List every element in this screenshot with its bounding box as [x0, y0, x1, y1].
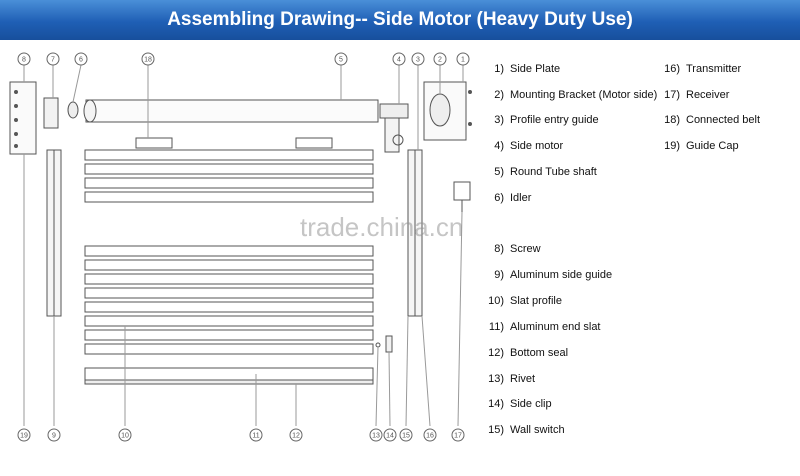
- svg-text:10: 10: [121, 433, 129, 440]
- part-item: 18) Connected belt: [656, 114, 760, 126]
- callout-16: 16: [423, 428, 437, 442]
- part-label: Aluminum end slat: [510, 321, 601, 333]
- svg-text:3: 3: [416, 57, 420, 64]
- part-item: 16) Transmitter: [656, 63, 741, 75]
- part-label: Slat profile: [510, 295, 562, 307]
- svg-text:8: 8: [22, 57, 26, 64]
- svg-text:13: 13: [372, 433, 380, 440]
- part-number: 16): [664, 63, 680, 75]
- part-label: Round Tube shaft: [510, 166, 597, 178]
- svg-text:19: 19: [20, 433, 28, 440]
- svg-text:9: 9: [52, 433, 56, 440]
- assembly-drawing: 8 7 6 18 5 4 3 2 1 19 9 10 11 12 13 14 15 16 17: [9, 52, 472, 442]
- callout-17: 17: [451, 428, 465, 442]
- callout-12: 12: [289, 428, 303, 442]
- svg-text:5: 5: [339, 57, 343, 64]
- callout-4: 4: [392, 52, 406, 66]
- svg-text:14: 14: [386, 433, 394, 440]
- part-label: Screw: [510, 243, 541, 255]
- callout-11: 11: [249, 428, 263, 442]
- title-banner: [0, 0, 800, 40]
- callout-18: 18: [141, 52, 155, 66]
- svg-text:1: 1: [461, 57, 465, 64]
- part-number: 17): [664, 89, 680, 101]
- part-label: Guide Cap: [686, 140, 739, 152]
- callout-13: 13: [369, 428, 383, 442]
- part-label: Receiver: [686, 89, 730, 101]
- part-item: 11)Aluminum end slat: [480, 321, 601, 333]
- receiver-box: [453, 181, 471, 201]
- callout-8: 8: [17, 52, 31, 66]
- part-label: Bottom seal: [510, 347, 569, 359]
- part-label: Wall switch: [510, 424, 565, 436]
- part-label: Mounting Bracket (Motor side): [510, 89, 658, 101]
- part-item: 19) Guide Cap: [656, 140, 739, 152]
- callout-9: 9: [47, 428, 61, 442]
- part-label: Profile entry guide: [510, 114, 599, 126]
- callout-1: 1: [456, 52, 470, 66]
- left-bracket: [43, 97, 59, 129]
- part-label: Rivet: [510, 373, 536, 385]
- aluminum-end-slat: [84, 367, 374, 381]
- part-label: Transmitter: [686, 63, 742, 75]
- callout-14: 14: [383, 428, 397, 442]
- part-item: 3)Profile entry guide: [480, 114, 599, 126]
- round-tube-shaft: [85, 99, 379, 123]
- part-label: Idler: [510, 192, 532, 204]
- svg-text:11: 11: [252, 433, 259, 440]
- svg-text:7: 7: [51, 57, 55, 64]
- svg-text:17: 17: [454, 433, 462, 440]
- callout-10: 10: [118, 428, 132, 442]
- part-number: 18): [664, 114, 680, 126]
- left-side-plate: [9, 81, 37, 155]
- callout-2: 2: [433, 52, 447, 66]
- callout-5: 5: [334, 52, 348, 66]
- side-motor: [379, 103, 409, 119]
- part-item: 17) Receiver: [656, 89, 729, 101]
- part-item: 5)Round Tube shaft: [480, 166, 597, 178]
- svg-text:4: 4: [397, 57, 401, 64]
- part-item: 9)Aluminum side guide: [480, 269, 612, 281]
- callout-7: 7: [46, 52, 60, 66]
- part-label: Connected belt: [686, 114, 760, 126]
- idler: [67, 101, 79, 119]
- part-label: Aluminum side guide: [510, 269, 613, 281]
- callout-6: 6: [74, 52, 88, 66]
- callout-3: 3: [411, 52, 425, 66]
- callout-15: 15: [399, 428, 413, 442]
- svg-text:15: 15: [402, 433, 410, 440]
- watermark: trade.china.cn: [300, 212, 464, 242]
- bottom-seal: [84, 379, 374, 385]
- page-title: Assembling Drawing-- Side Motor (Heavy D…: [167, 9, 633, 30]
- part-item: 2)Mounting Bracket (Motor side): [480, 89, 657, 101]
- svg-text:12: 12: [292, 433, 300, 440]
- part-label: Side clip: [510, 398, 552, 410]
- part-label: Side Plate: [510, 63, 561, 75]
- callout-19: 19: [17, 428, 31, 442]
- svg-text:6: 6: [79, 57, 83, 64]
- svg-text:18: 18: [144, 57, 152, 64]
- part-label: Side motor: [510, 140, 564, 152]
- slat-profiles-lower: [84, 245, 374, 355]
- svg-text:16: 16: [426, 433, 434, 440]
- svg-text:2: 2: [438, 57, 442, 64]
- slat-profiles-upper: [84, 149, 374, 203]
- part-number: 19): [664, 140, 680, 152]
